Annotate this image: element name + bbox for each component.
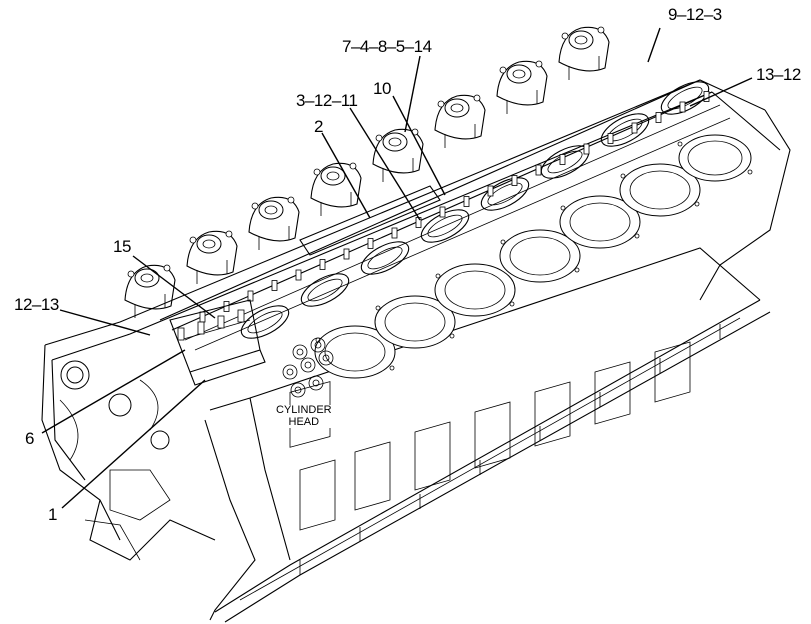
callout-6: 6 (25, 429, 34, 448)
stud (631, 122, 638, 134)
stud (703, 91, 710, 102)
stud (415, 217, 422, 228)
callout-13-12: 13–12 (756, 65, 801, 84)
callout-9-12-3: 9–12–3 (668, 5, 722, 24)
exhaust-elbow (372, 128, 424, 182)
crankcase-windows (289, 341, 691, 531)
exhaust-elbow (496, 60, 548, 114)
stud (391, 227, 398, 239)
stud (367, 238, 374, 249)
callout-1: 1 (48, 505, 57, 524)
callout-15: 15 (113, 237, 131, 256)
stud (295, 269, 302, 281)
stud (511, 175, 518, 186)
stud (679, 101, 686, 113)
head-gasket (240, 305, 290, 339)
callout-3-12-11: 3–12–11 (296, 91, 358, 110)
stud (439, 206, 446, 218)
cylinder-bores (314, 134, 753, 379)
callout-7-4-8-5-14: 7–4–8–5–14 (342, 37, 432, 56)
stud (487, 185, 494, 197)
stud (319, 259, 326, 270)
stud (247, 290, 254, 302)
cylinder-head-block (169, 299, 334, 398)
head-studs (199, 91, 710, 323)
callout-10: 10 (373, 79, 391, 98)
stud (463, 196, 470, 207)
leader-lines (41, 27, 753, 509)
exhaust-elbow (434, 94, 486, 148)
exhaust-elbow (124, 264, 176, 318)
stud (271, 280, 278, 291)
exhaust-elbow (558, 26, 610, 80)
exhaust-elbows (124, 26, 610, 318)
cylinder-head-label: CYLINDER HEAD (274, 404, 334, 429)
head-gasket (660, 81, 710, 115)
callout-2: 2 (314, 117, 323, 136)
stud (559, 154, 566, 165)
cylinder-head-label-line1: CYLINDER (276, 404, 332, 416)
cylinder-head-label-line2: HEAD (288, 415, 320, 428)
head-gasket (360, 241, 410, 275)
stud (655, 112, 662, 123)
stud (343, 248, 350, 260)
exhaust-elbow (248, 196, 300, 250)
block-outline (41, 79, 791, 623)
stud (583, 143, 590, 155)
callout-12-13: 12–13 (14, 295, 59, 314)
stud (535, 164, 542, 176)
head-gasket (420, 209, 470, 243)
head-gasket (480, 177, 530, 211)
head-gasket (300, 273, 350, 307)
exhaust-elbow (186, 230, 238, 284)
stud (199, 311, 206, 323)
stud (607, 133, 614, 144)
exhaust-elbow (310, 162, 362, 216)
